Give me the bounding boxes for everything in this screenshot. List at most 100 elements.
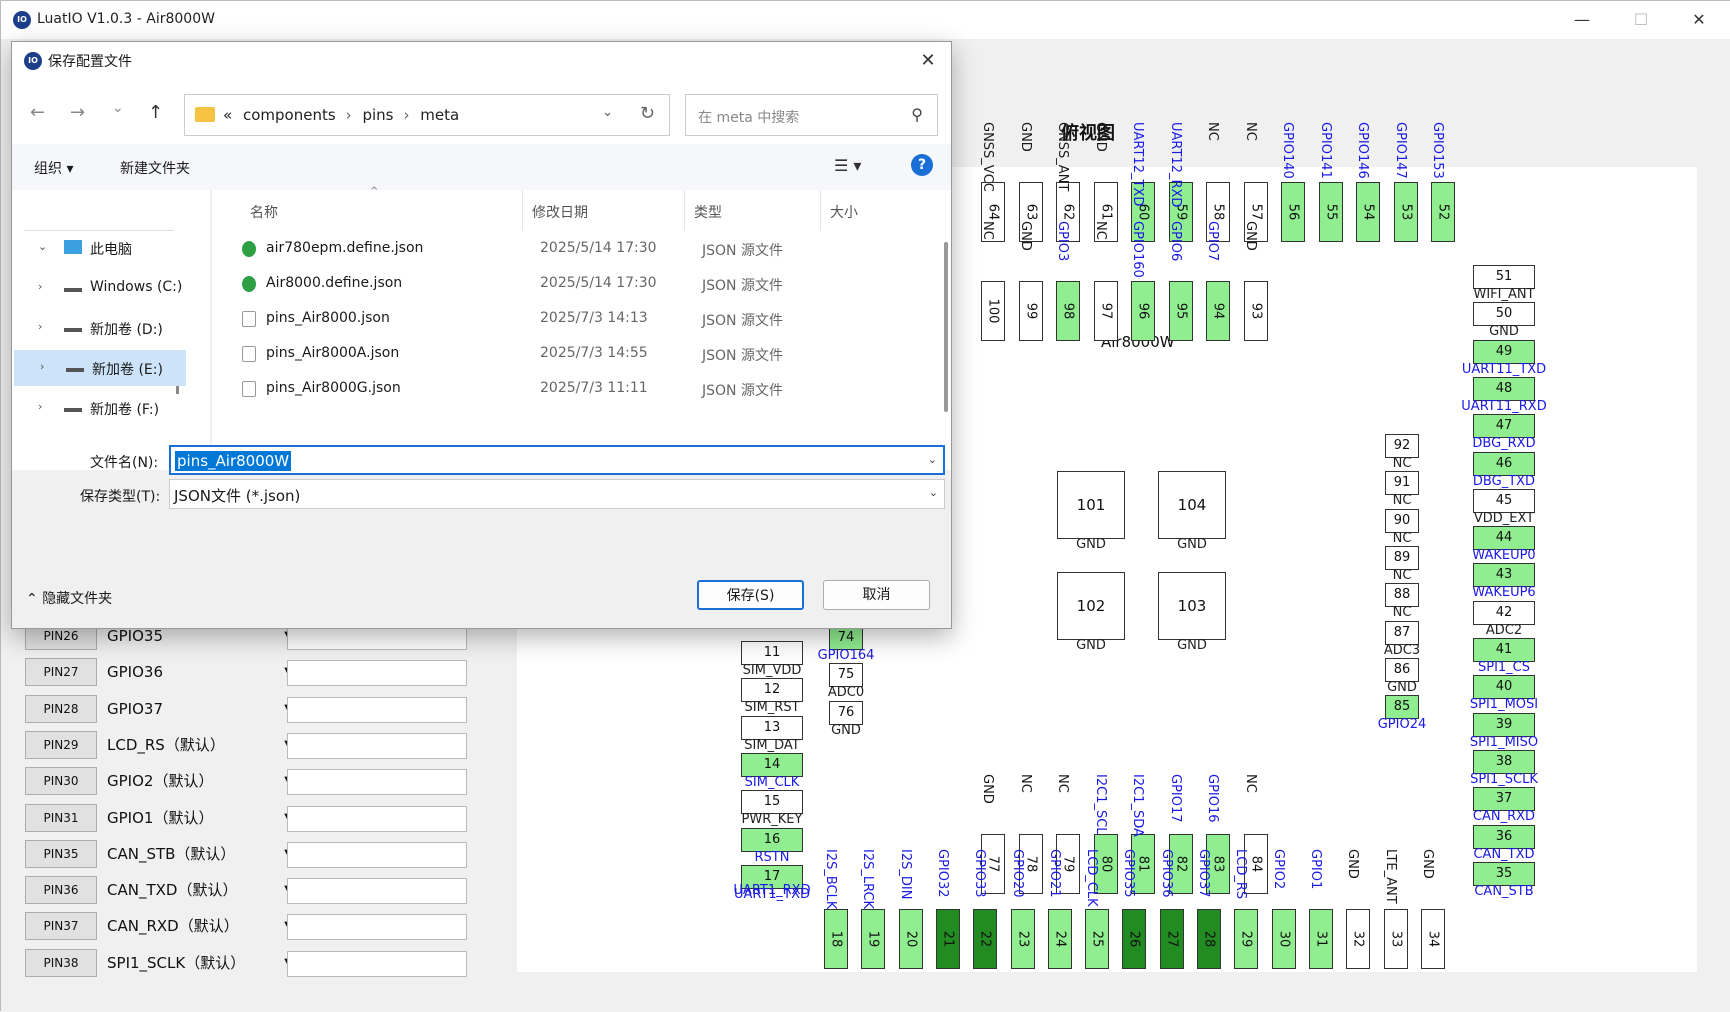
pin-button[interactable]: PIN29 <box>25 730 97 759</box>
pin-32[interactable]: 32 <box>1346 909 1371 969</box>
pin-13[interactable]: 13 <box>741 715 803 740</box>
col-size[interactable]: 大小 <box>830 205 858 221</box>
pin-95[interactable]: 95 <box>1168 281 1193 341</box>
pin-93[interactable]: 93 <box>1243 281 1268 341</box>
chevron-icon[interactable]: › <box>40 360 45 373</box>
pin-41[interactable]: 41 <box>1473 638 1535 662</box>
pin-57[interactable]: 57 <box>1243 182 1268 242</box>
pin-56[interactable]: 56 <box>1281 182 1305 242</box>
nav-item[interactable]: ›Windows (C:) <box>12 270 210 306</box>
pin-button[interactable]: PIN38 <box>25 948 97 977</box>
pin-function-select[interactable]: LCD_RS（默认）▼ <box>107 733 302 757</box>
pin-45[interactable]: 45 <box>1473 488 1535 513</box>
pin-38[interactable]: 38 <box>1473 749 1535 774</box>
chevron-icon[interactable]: › <box>38 320 43 333</box>
pin-button[interactable]: PIN37 <box>25 912 97 941</box>
pin-button[interactable]: PIN27 <box>25 658 97 687</box>
pin-26[interactable]: 26 <box>1122 909 1147 969</box>
pin-87[interactable]: 87 <box>1385 620 1419 645</box>
pin-94[interactable]: 94 <box>1206 281 1230 341</box>
pin-52[interactable]: 52 <box>1431 182 1455 242</box>
pin-75[interactable]: 75 <box>829 663 863 688</box>
pin-function-select[interactable]: CAN_STB（默认）▼ <box>107 842 302 866</box>
pin-98[interactable]: 98 <box>1056 281 1080 341</box>
pin-note-input[interactable] <box>287 660 467 687</box>
vertical-scrollbar[interactable] <box>944 242 948 412</box>
pin-39[interactable]: 39 <box>1473 712 1535 737</box>
pin-37[interactable]: 37 <box>1473 787 1535 812</box>
pin-46[interactable]: 46 <box>1473 451 1535 476</box>
pin-88[interactable]: 88 <box>1385 583 1419 608</box>
filetype-select[interactable]: JSON文件 (*.json) ⌄ <box>169 479 945 509</box>
pin-button[interactable]: PIN30 <box>25 767 97 796</box>
search-placeholder[interactable]: 在 meta 中搜索 <box>698 110 800 126</box>
pin-function-select[interactable]: GPIO36▼ <box>107 660 302 684</box>
pin-96[interactable]: 96 <box>1131 281 1155 341</box>
pin-function-select[interactable]: GPIO2（默认）▼ <box>107 769 302 793</box>
pin-54[interactable]: 54 <box>1356 182 1380 242</box>
pin-84[interactable]: 84 <box>1243 834 1268 894</box>
pin-85[interactable]: 85 <box>1385 695 1419 720</box>
chevron-icon[interactable]: › <box>38 280 43 293</box>
pin-button[interactable]: PIN36 <box>25 876 97 905</box>
pin-47[interactable]: 47 <box>1473 414 1535 439</box>
breadcrumb-overflow[interactable]: « <box>223 106 233 124</box>
breadcrumb-components[interactable]: components <box>242 106 336 124</box>
pin-58[interactable]: 58 <box>1206 182 1230 242</box>
pin-14[interactable]: 14 <box>741 752 803 777</box>
pin-note-input[interactable] <box>287 914 467 941</box>
up-icon[interactable]: ↑ <box>148 102 164 123</box>
pin-55[interactable]: 55 <box>1318 182 1343 242</box>
pin-31[interactable]: 31 <box>1308 909 1333 969</box>
address-bar[interactable]: « components› pins› meta ⌄ ↻ <box>184 94 670 136</box>
pin-81[interactable]: 81 <box>1131 834 1155 894</box>
pin-24[interactable]: 24 <box>1047 909 1072 969</box>
pin-82[interactable]: 82 <box>1168 834 1193 894</box>
pin-18[interactable]: 18 <box>824 909 848 969</box>
pin-62[interactable]: 62 <box>1056 182 1080 242</box>
pin-78[interactable]: 78 <box>1018 834 1043 894</box>
pin-note-input[interactable] <box>287 805 467 832</box>
pin-20[interactable]: 20 <box>898 909 923 969</box>
pin-note-input[interactable] <box>287 878 467 905</box>
pin-48[interactable]: 48 <box>1473 376 1535 401</box>
pin-15[interactable]: 15 <box>741 790 803 815</box>
pin-77[interactable]: 77 <box>981 834 1005 894</box>
maximize-button[interactable]: ☐ <box>1633 10 1649 29</box>
pin-note-input[interactable] <box>287 732 467 759</box>
pad-101[interactable]: 101 <box>1057 471 1125 539</box>
pin-19[interactable]: 19 <box>861 909 886 969</box>
cancel-button[interactable]: 取消 <box>823 580 930 610</box>
pin-27[interactable]: 27 <box>1159 909 1184 969</box>
pin-25[interactable]: 25 <box>1085 909 1110 969</box>
new-folder-button[interactable]: 新建文件夹 <box>120 161 190 177</box>
pin-42[interactable]: 42 <box>1473 600 1535 625</box>
pin-28[interactable]: 28 <box>1197 909 1221 969</box>
pin-61[interactable]: 61 <box>1093 182 1118 242</box>
breadcrumb-pins[interactable]: pins <box>362 106 394 124</box>
hide-folders-toggle[interactable]: ⌃ 隐藏文件夹 <box>26 588 112 608</box>
pad-104[interactable]: 104 <box>1158 471 1226 539</box>
pin-76[interactable]: 76 <box>829 700 863 725</box>
pin-59[interactable]: 59 <box>1168 182 1193 242</box>
pin-97[interactable]: 97 <box>1093 281 1118 341</box>
pin-note-input[interactable] <box>287 950 467 977</box>
pin-16[interactable]: 16 <box>741 827 803 852</box>
nav-item[interactable]: ›新加卷 (F:) <box>12 390 210 426</box>
col-date[interactable]: 修改日期 <box>532 205 588 221</box>
view-options-icon[interactable]: ☰ ▾ <box>834 156 862 175</box>
pin-note-input[interactable] <box>287 769 467 796</box>
pin-30[interactable]: 30 <box>1271 909 1296 969</box>
chevron-down-icon[interactable]: ⌄ <box>928 486 938 499</box>
pin-11[interactable]: 11 <box>741 641 803 665</box>
pin-74[interactable]: 74 <box>829 626 863 650</box>
pin-note-input[interactable] <box>287 841 467 868</box>
pin-90[interactable]: 90 <box>1385 508 1419 533</box>
pad-103[interactable]: 103 <box>1158 572 1226 640</box>
pin-note-input[interactable] <box>287 696 467 723</box>
pin-83[interactable]: 83 <box>1206 834 1230 894</box>
